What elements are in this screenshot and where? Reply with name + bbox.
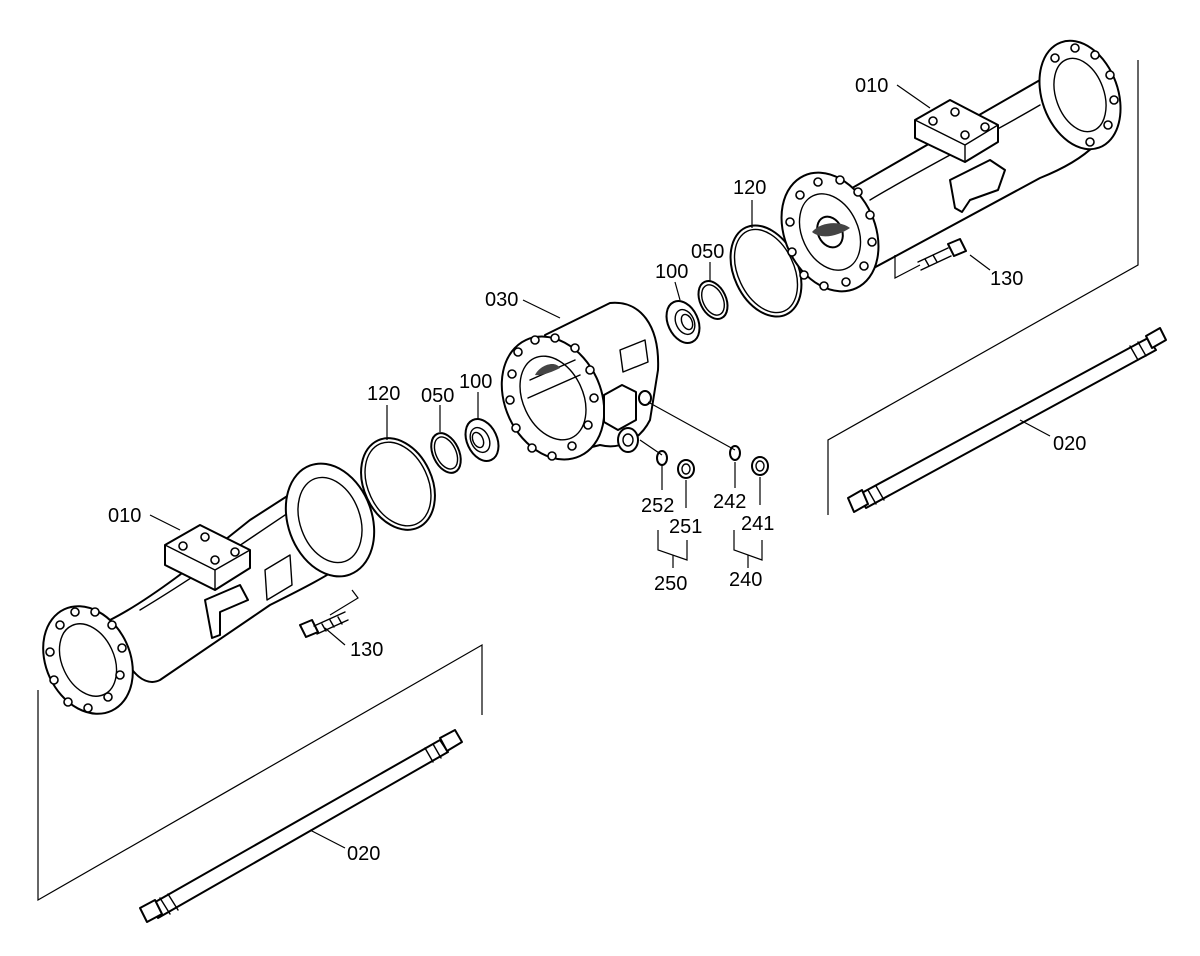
center-flange-bolt-holes bbox=[505, 333, 599, 461]
label-100-left: 100 bbox=[459, 371, 492, 393]
leader-242 bbox=[647, 401, 736, 451]
label-240: 240 bbox=[729, 569, 762, 591]
left-bearing-100 bbox=[464, 418, 500, 462]
label-242: 242 bbox=[713, 491, 746, 513]
right-bearing-100 bbox=[665, 300, 701, 344]
right-shaft-leader-frame bbox=[827, 60, 1139, 515]
leader-020-left bbox=[309, 829, 346, 849]
left-axle-shaft-020 bbox=[139, 729, 463, 923]
leader-130-right bbox=[969, 254, 991, 271]
label-020-left: 020 bbox=[347, 843, 380, 865]
right-axle-housing bbox=[780, 39, 1122, 293]
right-axle-shaft-020 bbox=[847, 327, 1167, 513]
right-bolt-leader bbox=[894, 255, 921, 279]
part-labels: 010 010 020 020 030 050 050 100 100 120 … bbox=[108, 75, 1086, 865]
leader-010-right bbox=[896, 84, 931, 109]
label-251: 251 bbox=[669, 516, 702, 538]
right-end-flange-bolt-holes bbox=[1050, 43, 1119, 147]
label-241: 241 bbox=[741, 513, 774, 535]
left-flange-bolt-holes bbox=[45, 607, 127, 713]
right-inner-flange-bolt-holes bbox=[785, 175, 877, 291]
label-030: 030 bbox=[485, 289, 518, 311]
plug-251 bbox=[677, 459, 695, 479]
leader-100-right bbox=[674, 281, 681, 301]
label-250: 250 bbox=[654, 573, 687, 595]
label-130-left: 130 bbox=[350, 639, 383, 661]
label-050-left: 050 bbox=[421, 385, 454, 407]
left-o-ring-120 bbox=[360, 437, 436, 531]
leader-020-right bbox=[1019, 419, 1051, 437]
label-100-right: 100 bbox=[655, 261, 688, 283]
label-252: 252 bbox=[641, 495, 674, 517]
label-020-right: 020 bbox=[1053, 433, 1086, 455]
center-housing-030 bbox=[500, 301, 660, 461]
label-130-right: 130 bbox=[990, 268, 1023, 290]
leader-010-left bbox=[149, 514, 181, 531]
label-120-right: 120 bbox=[733, 177, 766, 199]
o-ring-242 bbox=[729, 445, 741, 461]
left-axle-housing bbox=[42, 462, 376, 715]
left-shaft-leader-frame bbox=[37, 643, 483, 902]
label-010-left: 010 bbox=[108, 505, 141, 527]
left-ring-050 bbox=[430, 432, 462, 474]
label-010-right: 010 bbox=[855, 75, 888, 97]
plug-241 bbox=[751, 456, 769, 476]
leader-130-left bbox=[324, 627, 346, 646]
left-bolt-130 bbox=[299, 611, 349, 638]
right-bolt-130 bbox=[917, 238, 967, 271]
left-bolt-leader bbox=[329, 589, 359, 616]
label-030-leader bbox=[522, 299, 561, 319]
right-ring-050 bbox=[697, 280, 729, 320]
label-050-right: 050 bbox=[691, 241, 724, 263]
leader-252 bbox=[639, 439, 663, 456]
label-120-left: 120 bbox=[367, 383, 400, 405]
